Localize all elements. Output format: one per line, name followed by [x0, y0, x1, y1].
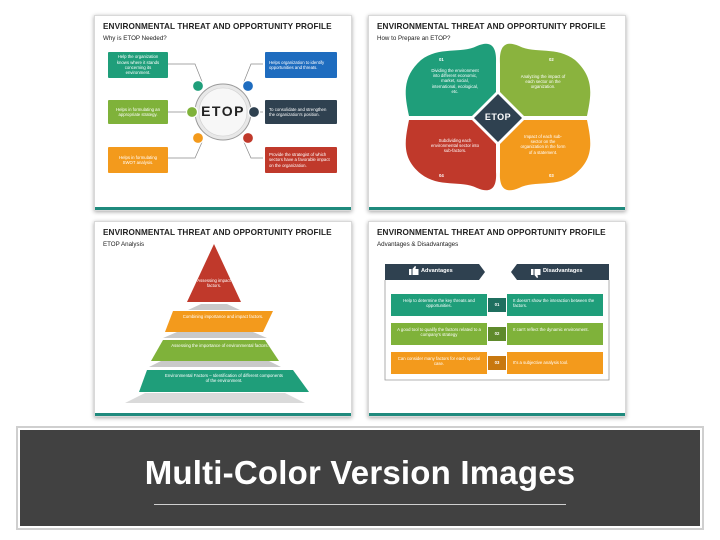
quadrant-01	[405, 43, 497, 116]
advantage-text: Can consider many factors for each speci…	[397, 356, 481, 367]
slide-subtitle: ETOP Analysis	[103, 241, 145, 248]
slide-title: ENVIRONMENTAL THREAT AND OPPORTUNITY PRO…	[377, 228, 606, 237]
banner-title: Multi-Color Version Images	[144, 454, 576, 491]
step-number: 03	[549, 173, 554, 178]
step-text: Dividing the environment into different …	[431, 68, 479, 94]
slide-subtitle: Advantages & Disadvantages	[377, 241, 459, 248]
pyramid-text: Assessing the importance of environmenta…	[171, 343, 269, 348]
step-number: 02	[549, 57, 554, 62]
pyramid-level-3	[151, 340, 279, 361]
slide-title: ENVIRONMENTAL THREAT AND OPPORTUNITY PRO…	[103, 228, 332, 237]
disadvantage-text: It's a subjective analysis tool.	[513, 360, 569, 365]
disadvantages-label: Disadvantages	[543, 268, 583, 274]
slide-why-etop[interactable]: ENVIRONMENTAL THREAT AND OPPORTUNITY PRO…	[94, 15, 352, 211]
advantages-label: Advantages	[421, 268, 453, 274]
slide-title: ENVIRONMENTAL THREAT AND OPPORTUNITY PRO…	[377, 22, 606, 31]
pyramid-level-2	[165, 311, 273, 332]
slide-etop-analysis[interactable]: ENVIRONMENTAL THREAT AND OPPORTUNITY PRO…	[94, 221, 352, 417]
quadrant-04	[405, 120, 497, 191]
reason-box: Provide the strategist of which sectors …	[265, 147, 337, 173]
advantages-header	[385, 264, 485, 280]
node-dot	[241, 131, 255, 145]
node-dot	[241, 79, 255, 93]
slide-subtitle: Why is ETOP Needed?	[103, 35, 167, 42]
slide-advantages-disadvantages[interactable]: ENVIRONMENTAL THREAT AND OPPORTUNITY PRO…	[368, 221, 626, 417]
banner: Multi-Color Version Images	[16, 426, 704, 530]
slide-title: ENVIRONMENTAL THREAT AND OPPORTUNITY PRO…	[103, 22, 332, 31]
node-dot	[191, 131, 205, 145]
row-number: 02	[494, 331, 500, 336]
slide-subtitle: How to Prepare an ETOP?	[377, 35, 451, 42]
row-number: 03	[494, 360, 500, 365]
reason-box: Helps in formulating SWOT analysis.	[108, 147, 168, 173]
node-dot	[191, 79, 205, 93]
step-text: Subdividing each environmental sector in…	[431, 138, 480, 154]
thumbs-up-icon	[409, 266, 419, 275]
pyramid-text: Environmental Factors – Identification o…	[165, 373, 283, 384]
slide-how-to-prepare[interactable]: ENVIRONMENTAL THREAT AND OPPORTUNITY PRO…	[368, 15, 626, 211]
row-number: 01	[494, 302, 500, 307]
advantage-text: Help to determine the key threats and op…	[403, 298, 475, 309]
adv-dis-frame	[384, 264, 610, 381]
pyramid-level-1	[187, 244, 241, 302]
quadrant-03	[499, 120, 591, 191]
reason-box: Helps organization to identify opportuni…	[265, 52, 337, 78]
pyramid-text: Assessing impact factors.	[197, 278, 231, 289]
node-dot	[185, 105, 199, 119]
reason-box: Help the organization knows where it sta…	[108, 52, 168, 78]
advantage-text: A good tool to qualify the factors relat…	[397, 327, 481, 338]
etop-center-label: ETOP	[201, 103, 245, 119]
banner-divider	[154, 504, 566, 505]
reason-box: To consolidate and strengthen the organi…	[265, 100, 337, 124]
etop-quadrant-diagram	[405, 43, 591, 191]
etop-center-label: ETOP	[484, 112, 512, 122]
quadrant-02	[499, 43, 591, 116]
step-text: Analyzing the impact of each sector on t…	[520, 74, 566, 90]
step-text: Impact of each sub-sector on the organiz…	[520, 134, 566, 155]
disadvantage-text: It can't reflect the dynamic environment…	[513, 327, 589, 332]
etop-hub-diagram	[167, 63, 263, 159]
disadvantage-text: It doesn't show the interaction between …	[513, 298, 595, 309]
pyramid-text: Combining importance and impact factors.	[182, 314, 264, 319]
thumbs-down-icon	[531, 269, 541, 278]
step-number: 04	[439, 173, 444, 178]
etop-pyramid	[125, 244, 309, 403]
reason-box: Helps in formulating an appropriate stra…	[108, 100, 168, 124]
step-number: 01	[439, 57, 444, 62]
node-dot	[247, 105, 261, 119]
pyramid-level-4	[139, 370, 309, 392]
